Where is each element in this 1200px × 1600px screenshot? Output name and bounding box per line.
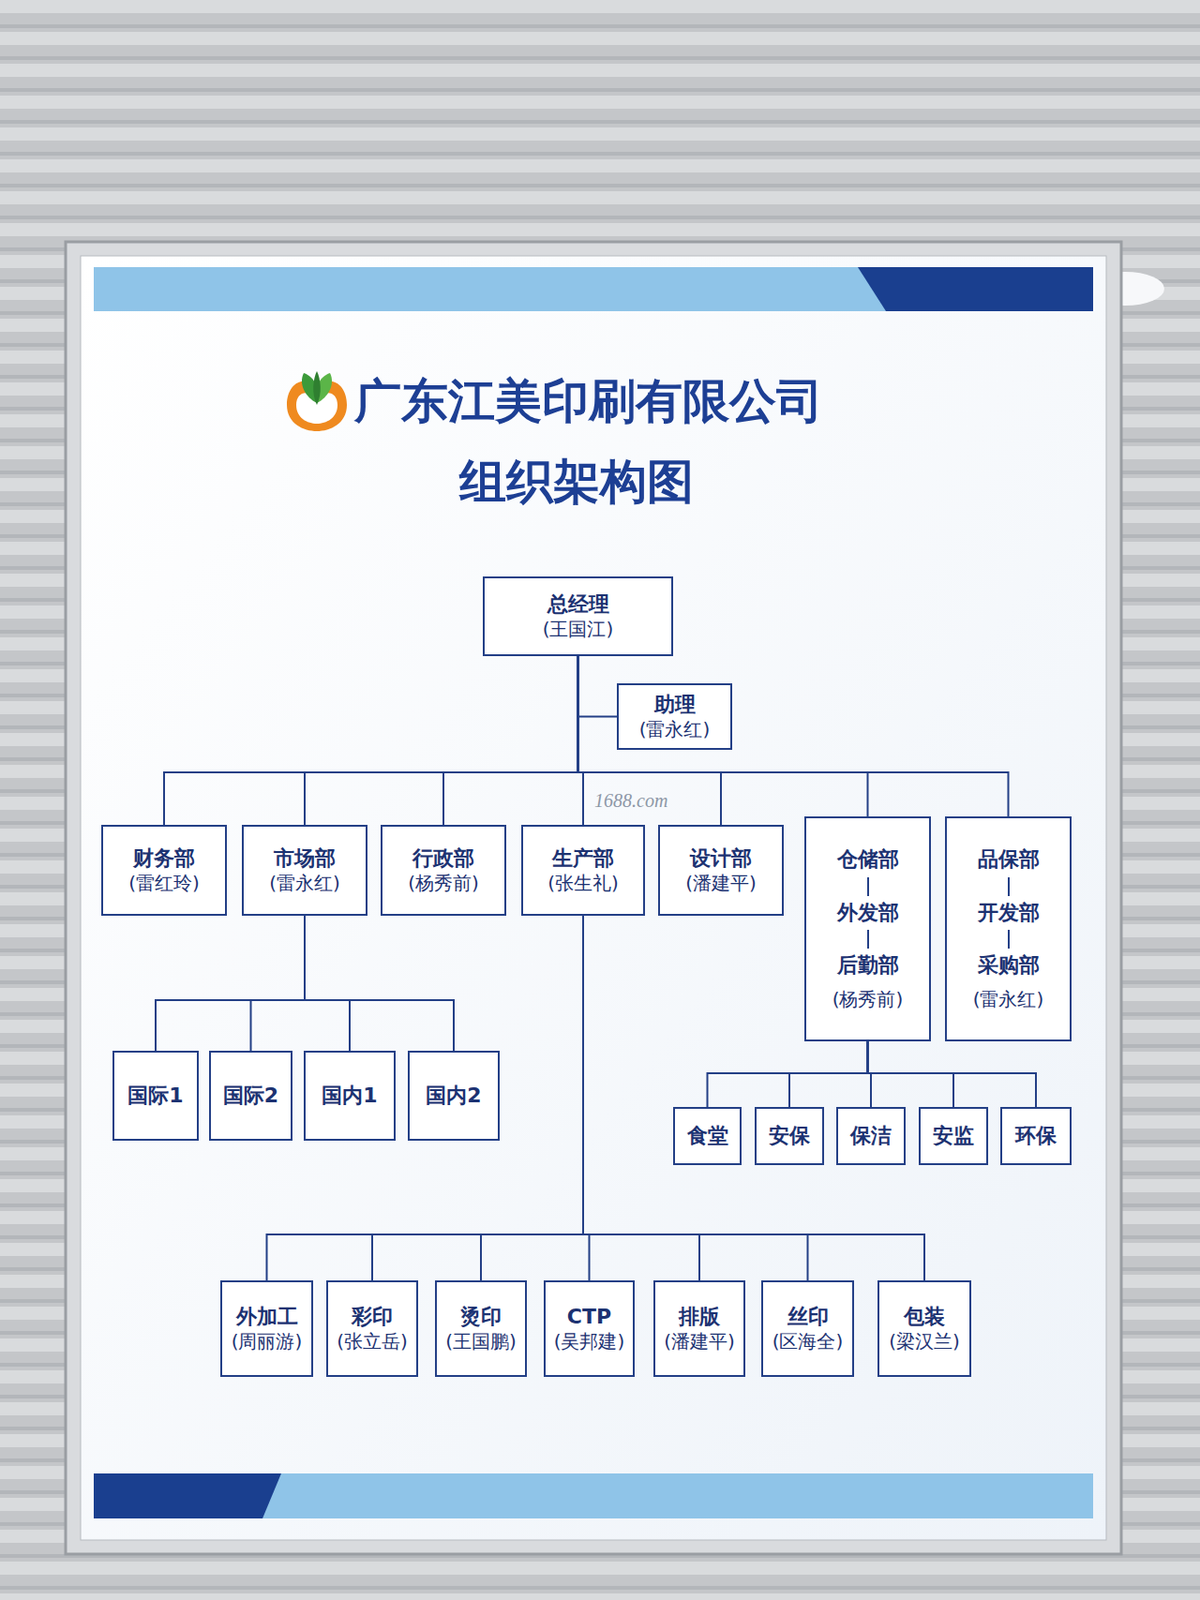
box-heading: 食堂 <box>687 1124 729 1149</box>
org-connector <box>251 915 306 1051</box>
person-name: (张生礼) <box>547 871 619 895</box>
box-heading: 采购部 <box>977 953 1040 978</box>
company-logo <box>286 371 347 432</box>
box-heading: 环保 <box>1015 1124 1057 1149</box>
org-box: 国内2 <box>407 1050 500 1141</box>
person-name: (区海全) <box>772 1330 844 1353</box>
box-heading: 财务部 <box>133 846 195 871</box>
box-heading: 助理 <box>654 692 696 718</box>
org-box: 国际1 <box>112 1050 199 1141</box>
box-heading: 外发部 <box>837 900 900 926</box>
department-group-box: 品保部开发部采购部 (雷永红) <box>945 816 1072 1042</box>
person-name: (雷永红) <box>639 718 711 741</box>
box-heading: 安保 <box>768 1124 810 1149</box>
org-box: 排版(潘建平) <box>653 1280 746 1378</box>
poster-frame <box>65 241 1122 1555</box>
box-heading: 烫印 <box>460 1305 502 1330</box>
poster-sheet <box>80 255 1107 1541</box>
top-band-accent <box>857 267 1094 312</box>
org-box: 丝印(区海全) <box>761 1280 855 1378</box>
box-heading: 国内2 <box>425 1083 481 1109</box>
box-heading: 国际2 <box>223 1083 279 1109</box>
org-box: 包装(梁汉兰) <box>877 1280 972 1378</box>
org-box: 行政部(杨秀前) <box>380 825 507 916</box>
org-connector <box>583 915 700 1281</box>
box-heading: 总经理 <box>547 592 610 617</box>
bottom-band-accent <box>93 1473 282 1519</box>
org-connector <box>155 915 305 1051</box>
person-name: (王国鹏) <box>445 1330 517 1353</box>
person-name: (吴邦建) <box>554 1330 626 1353</box>
person-name: (雷红玲) <box>128 871 200 895</box>
person-name: (梁汉兰) <box>888 1330 960 1353</box>
person-name: (杨秀前) <box>832 988 904 1011</box>
box-heading: 彩印 <box>351 1305 393 1330</box>
person-name: (杨秀前) <box>407 871 480 895</box>
top-band <box>93 267 1094 312</box>
org-box: 安监 <box>918 1107 989 1166</box>
person-name: (雷永红) <box>973 988 1045 1011</box>
org-connector <box>304 656 579 825</box>
bottom-band <box>93 1473 1094 1519</box>
org-box: 安保 <box>754 1107 825 1166</box>
org-box: 环保 <box>1000 1107 1072 1166</box>
org-box: 市场部(雷永红) <box>241 825 368 916</box>
org-box: 烫印(王国鹏) <box>435 1280 527 1378</box>
box-heading: 外加工 <box>236 1305 299 1330</box>
org-box: 外加工(周丽游) <box>220 1280 314 1378</box>
box-heading: 开发部 <box>977 900 1040 926</box>
box-heading: 行政部 <box>412 846 475 871</box>
watermark: 1688.com <box>594 789 668 812</box>
person-name: (张立岳) <box>336 1330 408 1353</box>
org-box: 保洁 <box>836 1107 906 1166</box>
box-heading: 仓储部 <box>837 847 900 872</box>
org-box: 生产部(张生礼) <box>521 825 645 916</box>
org-connector <box>267 915 585 1281</box>
box-heading: 包装 <box>903 1305 945 1330</box>
org-connector <box>583 915 925 1281</box>
org-connector <box>443 656 579 825</box>
org-box: 彩印(张立岳) <box>326 1280 419 1378</box>
box-heading: 国内1 <box>321 1083 377 1109</box>
org-connector <box>789 1041 869 1108</box>
org-connector <box>372 915 584 1281</box>
org-box: 食堂 <box>673 1107 742 1166</box>
box-heading: 设计部 <box>690 846 752 871</box>
chart-subtitle: 组织架构图 <box>459 453 694 510</box>
org-box: 助理(雷永红) <box>616 683 733 750</box>
org-connector <box>164 656 579 825</box>
org-box: 国内1 <box>303 1050 396 1141</box>
org-box: CTP(吴邦建) <box>543 1280 635 1378</box>
person-name: (周丽游) <box>231 1330 303 1353</box>
box-heading: 生产部 <box>552 846 615 871</box>
department-group-box: 仓储部外发部后勤部 (杨秀前) <box>804 816 931 1042</box>
org-connector <box>868 1041 1037 1108</box>
org-box: 财务部(雷红玲) <box>101 825 227 916</box>
org-connector <box>707 1041 869 1108</box>
org-box: 国际2 <box>209 1050 293 1141</box>
box-heading: 安监 <box>932 1124 975 1149</box>
person-name: (潘建平) <box>663 1330 735 1353</box>
org-connector <box>583 915 809 1281</box>
box-heading: 市场部 <box>273 846 336 871</box>
chart-title: 广东江美印刷有限公司 <box>354 373 824 430</box>
box-heading: 丝印 <box>787 1305 829 1330</box>
org-connector <box>578 656 1009 817</box>
org-box: 总经理(王国江) <box>482 576 674 657</box>
box-heading: 排版 <box>678 1305 720 1330</box>
org-box: 设计部(潘建平) <box>658 825 784 916</box>
person-name: (潘建平) <box>685 871 757 895</box>
org-connector <box>578 656 618 718</box>
org-connector <box>304 915 350 1051</box>
org-connector <box>304 915 454 1051</box>
box-heading: 保洁 <box>850 1124 892 1149</box>
box-heading: CTP <box>567 1305 612 1330</box>
org-connector <box>578 656 869 817</box>
person-name: (王国江) <box>542 617 615 641</box>
box-heading: 品保部 <box>977 847 1040 872</box>
person-name: (雷永红) <box>269 871 341 895</box>
box-heading: 后勤部 <box>837 953 900 978</box>
box-heading: 国际1 <box>127 1083 183 1109</box>
